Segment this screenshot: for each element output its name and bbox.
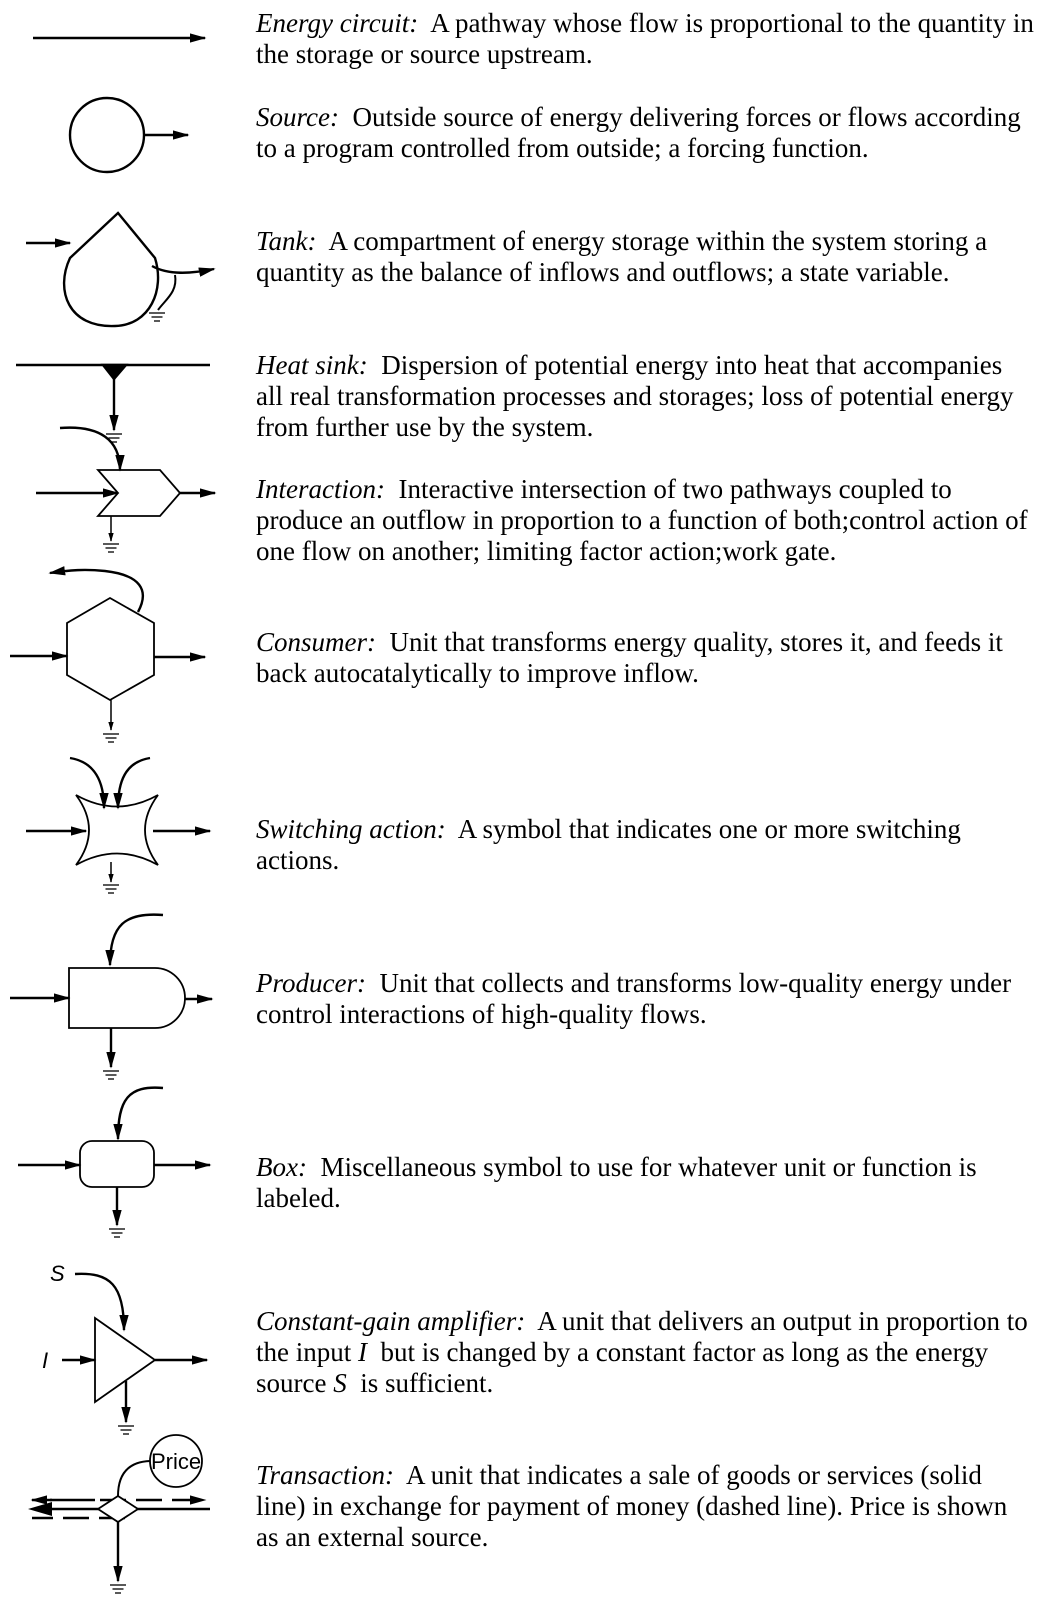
transaction-symbol: [30, 1434, 210, 1595]
var-s: S: [333, 1368, 347, 1398]
term-producer: Producer:: [256, 968, 366, 998]
symbol-column: S I Price: [10, 33, 217, 1595]
text-amplifier-part1: A unit that delivers an output in propor…: [256, 1306, 1028, 1367]
var-i: I: [358, 1337, 367, 1367]
text-transaction: A unit that indicates a sale of goods or…: [256, 1460, 1008, 1552]
text-switching-action: A symbol that indicates one or more swit…: [256, 814, 961, 875]
text-tank: A compartment of energy storage within t…: [256, 226, 988, 287]
term-transaction: Transaction:: [256, 1460, 395, 1490]
amp-input-label: I: [42, 1348, 48, 1373]
term-tank: Tank:: [256, 226, 317, 256]
text-amplifier-part3: is sufficient.: [360, 1368, 494, 1398]
switching-action-symbol: [26, 756, 212, 895]
tank-symbol: [26, 211, 216, 328]
heat-sink-symbol: [16, 363, 210, 444]
transaction-left-arrow: [28, 1502, 52, 1516]
text-box: Miscellaneous symbol to use for whatever…: [256, 1152, 977, 1213]
term-source: Source:: [256, 102, 339, 132]
transaction-definition: Transaction: A unit that indicates a sal…: [256, 1460, 1036, 1553]
text-source: Outside source of energy delivering forc…: [256, 102, 1021, 163]
amp-source-label: S: [50, 1261, 65, 1286]
box-symbol: [18, 1086, 212, 1239]
term-amplifier: Constant-gain amplifier:: [256, 1306, 526, 1336]
text-energy-circuit: A pathway whose flow is proportional to …: [256, 8, 1034, 69]
energy-circuit-definition: Energy circuit: A pathway whose flow is …: [256, 8, 1036, 70]
switching-action-definition: Switching action: A symbol that indicate…: [256, 814, 1036, 876]
term-interaction: Interaction:: [256, 474, 385, 504]
text-consumer: Unit that transforms energy quality, sto…: [256, 627, 1003, 688]
term-box: Box:: [256, 1152, 307, 1182]
producer-definition: Producer: Unit that collects and transfo…: [256, 968, 1036, 1030]
consumer-definition: Consumer: Unit that transforms energy qu…: [256, 627, 1036, 689]
producer-symbol: [10, 913, 214, 1081]
amplifier-definition: Constant-gain amplifier: A unit that del…: [256, 1306, 1036, 1399]
term-switching-action: Switching action:: [256, 814, 446, 844]
tank-definition: Tank: A compartment of energy storage wi…: [256, 226, 1036, 288]
term-energy-circuit: Energy circuit:: [256, 8, 419, 38]
interaction-symbol: [36, 426, 217, 554]
source-definition: Source: Outside source of energy deliver…: [256, 102, 1036, 164]
interaction-definition: Interaction: Interactive intersection of…: [256, 474, 1036, 567]
term-heat-sink: Heat sink:: [256, 350, 368, 380]
amplifier-symbol: [62, 1272, 209, 1436]
heat-sink-definition: Heat sink: Dispersion of potential energ…: [256, 350, 1036, 443]
text-interaction: Interactive intersection of two pathways…: [256, 474, 1028, 566]
text-producer: Unit that collects and transforms low-qu…: [256, 968, 1012, 1029]
price-label: Price: [151, 1449, 201, 1474]
text-amplifier-part2: but is changed by a constant factor as l…: [256, 1337, 989, 1398]
consumer-symbol: [10, 566, 207, 744]
source-symbol: [68, 96, 190, 174]
text-heat-sink: Dispersion of potential energy into heat…: [256, 350, 1014, 442]
box-definition: Box: Miscellaneous symbol to use for wha…: [256, 1152, 1036, 1214]
term-consumer: Consumer:: [256, 627, 376, 657]
